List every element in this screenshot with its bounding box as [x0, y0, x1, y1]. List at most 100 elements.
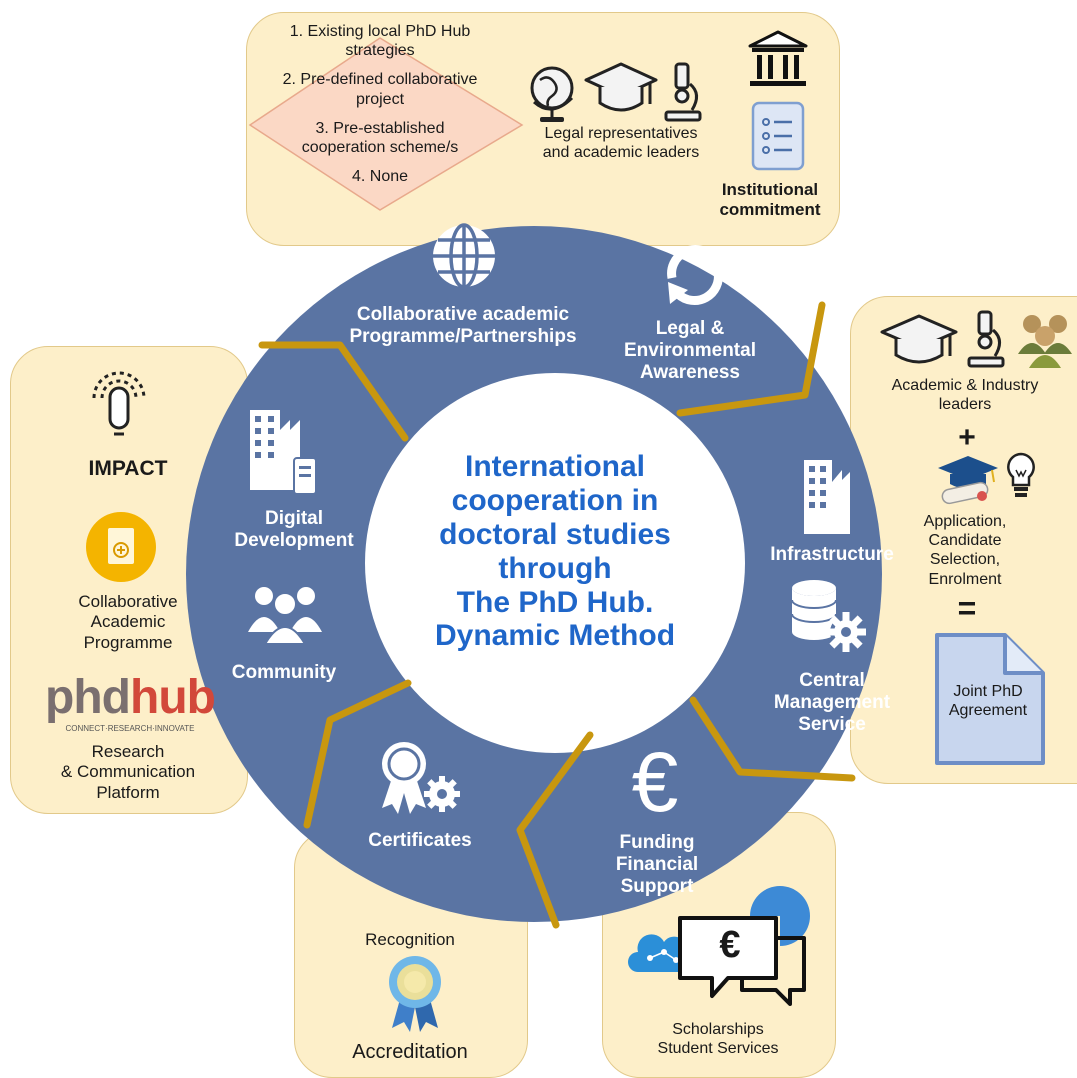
chat-euro-symbol: €	[719, 924, 741, 966]
option-1-cont: strategies	[345, 42, 415, 60]
wheel-infrastructure-label: Infrastructure	[770, 544, 894, 565]
wheel-central-label: Central Management Service	[752, 670, 912, 736]
services-label-line: Scholarships	[672, 1021, 764, 1038]
graduation-cap-icon	[880, 314, 958, 364]
award-rosette-icon	[389, 956, 441, 1032]
globe-icon	[530, 66, 574, 122]
agreement-label-line: Agreement	[948, 702, 1028, 720]
wheel-funding-line: Funding	[619, 832, 695, 853]
wheel-collab-line: Collaborative academic	[356, 304, 570, 325]
leaders-label-line: leaders	[938, 396, 992, 414]
phdhub-logo-text: phdhub	[45, 671, 216, 724]
reps-label-line: and academic leaders	[542, 144, 700, 162]
center-title-line: cooperation in	[451, 483, 659, 517]
center-circle	[365, 373, 745, 753]
impact-label: IMPACT	[88, 457, 168, 480]
wheel-legal-label: Legal & Environmental Awareness	[606, 318, 774, 384]
divider-legal-infra	[676, 301, 826, 417]
services-label: Scholarships Student Services	[602, 1020, 834, 1058]
buildings-icon	[804, 460, 850, 534]
diamond-options: 1. Existing local PhD Hub strategies 2. …	[246, 22, 514, 186]
people-group-icon	[1018, 315, 1072, 368]
leaders-label-line: Academic & Industry	[891, 377, 1039, 394]
programme-badge-icon	[86, 512, 156, 582]
wheel-central-line: Central	[799, 670, 865, 691]
option-2: 2. Pre-defined collaborative	[282, 71, 478, 89]
application-label-line: Selection,	[929, 551, 1001, 569]
community-people-icon	[248, 587, 322, 644]
divider-infra-funding	[689, 696, 856, 782]
wheel-funding-label: Funding Financial Support	[592, 832, 722, 898]
platform-label-line: & Communication	[60, 762, 196, 782]
leaders-label: Academic & Industry leaders	[852, 376, 1077, 414]
programme-label-line: Academic	[90, 612, 166, 632]
document-icon	[935, 633, 1045, 765]
phdhub-tagline: CONNECT·RESEARCH·INNOVATE	[65, 724, 195, 733]
commitment-label: Institutional commitment	[700, 180, 840, 221]
microscope-icon	[664, 62, 702, 122]
option-3: 3. Pre-established	[315, 119, 445, 137]
platform-label-line: Platform	[96, 782, 160, 802]
option-1: 1. Existing local PhD Hub	[289, 23, 471, 40]
wheel-legal-line: Environmental	[624, 339, 756, 361]
wheel-collab-label: Collaborative academic Programme/Partner…	[318, 304, 608, 348]
office-buildings-icon	[250, 410, 317, 495]
services-label-line: Student Services	[657, 1040, 779, 1058]
wheel-funding-line: Financial	[615, 853, 699, 875]
divider-funding-certificates	[516, 731, 594, 929]
commitment-label-line: commitment	[719, 200, 821, 220]
wheel-digital-line: Digital	[264, 508, 324, 529]
wheel-central-line: Service	[798, 713, 866, 735]
center-title-line: The PhD Hub.	[456, 585, 654, 619]
wheel-legal-line: Awareness	[640, 361, 740, 383]
chat-bubbles-icon	[678, 886, 810, 1006]
options-diamond	[248, 37, 524, 211]
euro-icon: €	[631, 735, 679, 829]
reps-label: Legal representatives and academic leade…	[508, 124, 734, 162]
programme-label-line: Programme	[83, 632, 173, 652]
application-label-line: Application,	[923, 513, 1007, 530]
recognition-label: Recognition	[365, 930, 455, 949]
microscope-icon	[967, 310, 1005, 368]
center-title-line: International	[464, 450, 645, 483]
platform-label-line: Research	[91, 742, 165, 761]
lightbulb-icon	[1007, 452, 1035, 497]
database-gear-icon	[791, 580, 866, 652]
wheel-central-line: Management	[773, 691, 891, 713]
wheel-collab-line: Programme/Partnerships	[349, 325, 577, 347]
graduation-cap-icon	[584, 62, 658, 112]
platform-label: Research & Communication Platform	[10, 742, 246, 803]
certificate-medal-icon	[382, 742, 460, 814]
application-label: Application, Candidate Selection, Enrolm…	[852, 512, 1077, 589]
option-2-cont: project	[355, 90, 405, 108]
center-title-line: Dynamic Method	[434, 619, 676, 653]
plus-sign: +	[958, 421, 976, 454]
refresh-cycle-icon	[667, 245, 723, 305]
programme-label: Collaborative Academic Programme	[10, 592, 246, 653]
checklist-icon	[751, 101, 805, 171]
divider-community-certificates	[303, 679, 412, 829]
center-title: International cooperation in doctoral st…	[405, 450, 705, 653]
agreement-label-line: Joint PhD	[953, 683, 1023, 700]
equals-sign: =	[957, 590, 977, 626]
wheel-legal-line: Legal &	[655, 318, 725, 339]
wheel-community-label: Community	[231, 662, 337, 683]
programme-label-line: Collaborative	[78, 592, 178, 611]
agreement-label: Joint PhD Agreement	[934, 682, 1042, 720]
phdhub-logo: phdhub	[40, 674, 220, 722]
wheel-funding-line: Support	[620, 875, 694, 897]
application-label-line: Enrolment	[928, 570, 1002, 588]
globe-grid-icon	[433, 223, 495, 289]
wheel-digital-label: Digital Development	[214, 508, 374, 552]
center-title-line: through	[498, 551, 612, 585]
center-title-line: doctoral studies	[439, 517, 671, 551]
wheel-certificates-label: Certificates	[368, 830, 472, 851]
touch-fingerprint-icon	[92, 371, 146, 436]
accreditation-label: Accreditation	[352, 1041, 468, 1063]
wheel-digital-line: Development	[234, 529, 354, 551]
option-3-cont: cooperation scheme/s	[301, 138, 459, 156]
application-label-line: Candidate	[928, 532, 1002, 550]
reps-label-line: Legal representatives	[544, 125, 698, 142]
commitment-label-line: Institutional	[721, 180, 819, 199]
